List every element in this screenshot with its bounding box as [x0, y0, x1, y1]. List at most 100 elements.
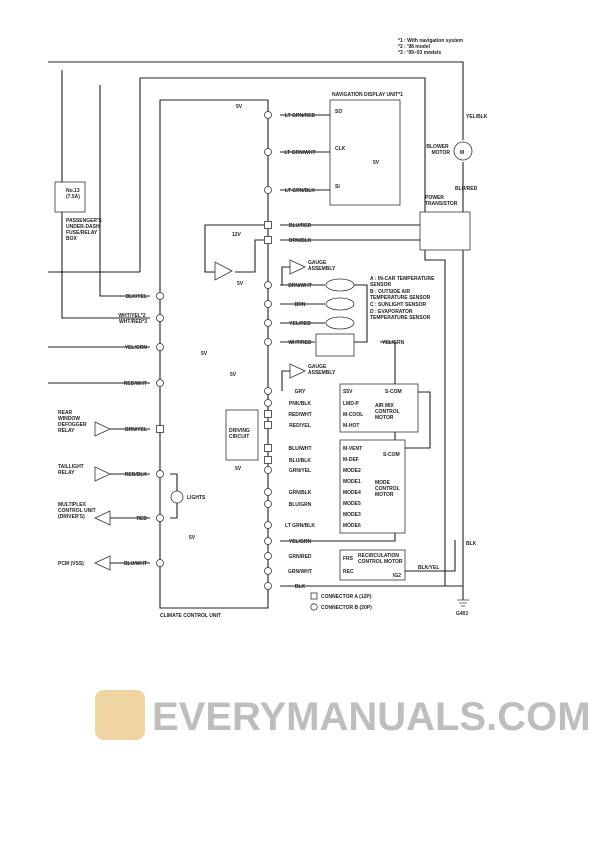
- nav-unit-label: NAVIGATION DISPLAY UNIT*1: [332, 92, 403, 98]
- wire-label: LT GRN/BLK: [285, 523, 315, 529]
- blower-motor-icon: [453, 141, 473, 161]
- air-mix-motor-box: [339, 383, 419, 433]
- nav-pin-si: SI: [335, 184, 340, 190]
- gauge-label: GAUGE ASSEMBLY: [308, 260, 336, 272]
- connector-pin: [264, 466, 272, 474]
- wire-label: GRN/YEL: [289, 468, 311, 474]
- wire-label: BLK: [466, 541, 477, 547]
- connector-pin: [264, 221, 272, 229]
- mode-motor-box: [339, 439, 406, 534]
- voltage-label: 5V: [235, 466, 242, 472]
- mode-pin: MODE2: [343, 468, 361, 474]
- wire-label: BRN/YEL: [125, 427, 147, 433]
- recirc-pin: FRS: [343, 556, 354, 562]
- driving-circuit-box: [225, 409, 259, 461]
- wire-label: LT GRN/RED: [285, 113, 316, 119]
- wire-label: YEL/GRN: [125, 345, 148, 351]
- connector-pin: [264, 236, 272, 244]
- wire-label: BLU/RED: [289, 223, 312, 229]
- connector-pin: [264, 338, 272, 346]
- rear-defogger-label: REAR WINDOW DEFOGGER RELAY: [58, 410, 88, 434]
- sensor-legend: A : IN-CAR TEMPERATURE SENSOR: [370, 276, 436, 288]
- sensor-legend: B : OUTSIDE AIR TEMPERATURE SENSOR: [370, 289, 431, 301]
- gauge-icon: [289, 259, 306, 275]
- driving-circuit-label: DRIVING CIRCUIT: [229, 428, 251, 440]
- wires: [48, 61, 473, 611]
- mode-pin: M-DEF: [343, 457, 359, 463]
- power-transistor-box: [419, 211, 471, 251]
- connector-pin: [264, 552, 272, 560]
- voltage-label: 5V: [237, 281, 244, 287]
- recirc-label: RECIRCULATION CONTROL MOTOR: [358, 553, 403, 565]
- mode-pin: MODE4: [343, 490, 361, 496]
- connector-pin: [264, 399, 272, 407]
- watermark-logo: [95, 690, 145, 740]
- connector-pin: [264, 500, 272, 508]
- wire-label: RED/WHT: [124, 381, 147, 387]
- air-mix-label: AIR MIX CONTROL MOTOR: [375, 403, 401, 421]
- wire-label: LT GRN/BLK: [285, 188, 315, 194]
- connector-pin: [264, 521, 272, 529]
- power-transistor-label: POWER TRANSISTOR: [425, 195, 458, 207]
- sensor-legend: D : EVAPORATOR TEMPERATURE SENSOR: [370, 309, 431, 321]
- wire-label: BLK: [295, 584, 306, 590]
- wire-label: BLU/WHT: [288, 446, 311, 452]
- connector-pin: [264, 421, 272, 429]
- fuse-box-label: PASSENGER'S UNDER-DASH FUSE/RELAY BOX: [66, 218, 103, 242]
- wire-label: YEL/RED: [289, 321, 311, 327]
- blower-motor-label: BLOWER MOTOR: [426, 144, 450, 156]
- connector-pin: [156, 470, 164, 478]
- voltage-label: 12V: [232, 232, 242, 238]
- mode-pin: MODE3: [343, 512, 361, 518]
- recirc-ig: IG2: [393, 573, 401, 579]
- pcm-label: PCM (VSS): [58, 561, 84, 567]
- footnotes: *1 : With navigation system *2 : '98 mod…: [398, 38, 464, 56]
- legend-connector-a: CONNECTOR A (12P): [321, 594, 372, 600]
- wire-label: LT GRN/WHT: [284, 150, 315, 156]
- nav-unit-box: [329, 99, 401, 206]
- mode-pin: MODE1: [343, 479, 361, 485]
- gauge-icon: [289, 363, 306, 379]
- sensor-legend: C : SUNLIGHT SENSOR: [370, 302, 427, 308]
- wire-label: YEL/GRN: [289, 539, 312, 545]
- wire-label: WHT/RED: [288, 340, 312, 346]
- gauge-label: GAUGE ASSEMBLY: [308, 364, 336, 376]
- note: *2 : '98 model: [398, 44, 431, 50]
- connector-pin: [156, 425, 164, 433]
- voltage-label: 5V: [201, 351, 208, 357]
- connector-pin: [156, 559, 164, 567]
- connector-pin: [156, 292, 164, 300]
- connector-pin: [264, 387, 272, 395]
- wire-label: BLU/WHT: [124, 561, 147, 567]
- labels: NAVIGATION DISPLAY UNIT*1 SO CLK SI YEL/…: [58, 92, 488, 619]
- fuse-box: [54, 181, 86, 213]
- connector-pin: [264, 148, 272, 156]
- wire-label: BLU/BLK: [289, 458, 311, 464]
- wire-label: RED/WHT: [288, 412, 311, 418]
- connector-pin: [156, 343, 164, 351]
- taillight-label: TAILLIGHT RELAY: [58, 464, 85, 476]
- watermark-text: EVERYMANUALS.COM: [152, 695, 591, 739]
- mode-pin: M-VENT: [343, 446, 362, 452]
- connector-pin: [264, 582, 272, 590]
- connector-pin: [264, 319, 272, 327]
- wire-label: WHT/YEL*2 WHT/RED*3: [118, 313, 147, 325]
- connector-pin: [156, 514, 164, 522]
- connector-pin: [264, 567, 272, 575]
- climate-unit-label: CLIMATE CONTROL UNIT: [160, 613, 221, 619]
- mode-com: S-COM: [383, 452, 400, 458]
- mode-pin: MODE5: [343, 501, 361, 507]
- recirc-pin: REC: [343, 569, 354, 575]
- watermark: EVERYMANUALS.COM: [95, 690, 591, 740]
- connector-pin: [264, 410, 272, 418]
- wire-label: GRY: [295, 389, 306, 395]
- wire-label: BLU/RED: [455, 186, 478, 192]
- wire-label: RED/YEL: [289, 423, 311, 429]
- voltage-label: 5V: [373, 160, 380, 166]
- connector-pin: [264, 300, 272, 308]
- wire-label: ORN/BLK: [289, 238, 312, 244]
- recirc-motor-box: [339, 549, 406, 581]
- voltage-label: 5V: [230, 372, 237, 378]
- air-mix-com: S-COM: [385, 389, 402, 395]
